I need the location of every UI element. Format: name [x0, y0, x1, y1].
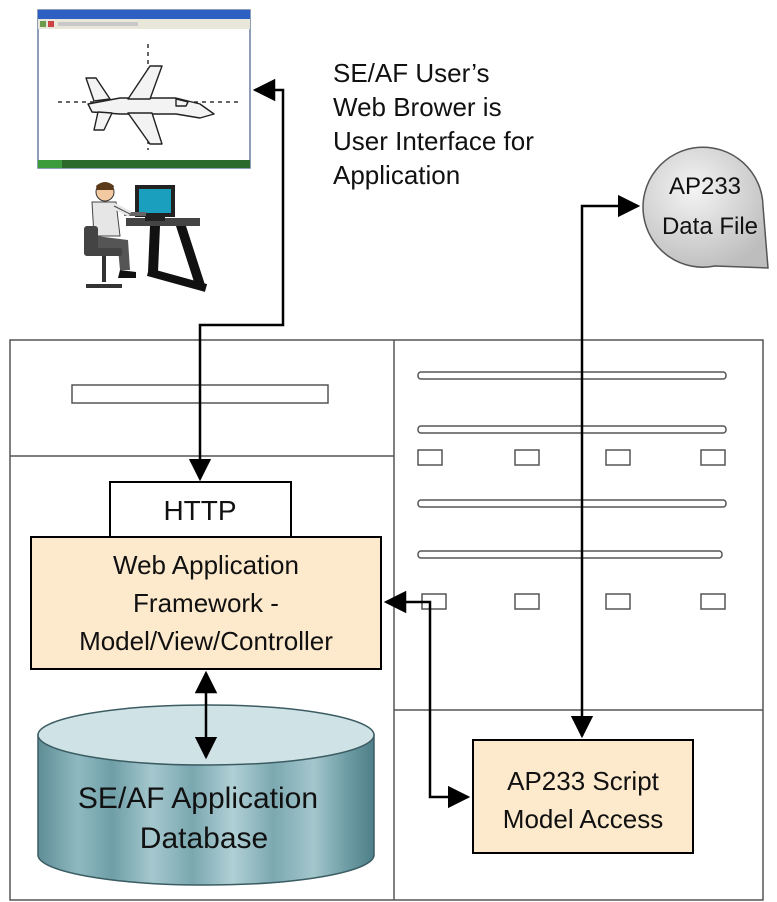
cabinet-outline: [9, 339, 764, 901]
caption-line-2: Web Brower is: [333, 92, 502, 122]
framework-line-1: Web Application: [113, 550, 299, 580]
script-model-line-2: Model Access: [503, 804, 663, 834]
datafile-script-connector: [570, 194, 641, 739]
database-line-2: Database: [140, 822, 268, 855]
database-line-1: SE/AF Application: [78, 782, 318, 815]
user-at-computer-icon: [84, 182, 208, 292]
framework-script-connector: [383, 590, 471, 809]
rack-rail: [417, 371, 727, 380]
caption-line-4: Application: [333, 160, 460, 190]
caption-line-3: User Interface for: [333, 126, 534, 156]
browser-http-connector: [188, 78, 285, 482]
data-file-line-2: Data File: [662, 213, 758, 240]
framework-box: Web Application Framework - Model/View/C…: [30, 536, 382, 670]
indicator-port: [605, 449, 631, 466]
data-file-line-1: AP233: [669, 173, 741, 200]
framework-line-2: Framework -: [133, 588, 279, 618]
caption-line-1: SE/AF User’s: [333, 58, 490, 88]
script-model-box: AP233 Script Model Access: [472, 739, 694, 854]
indicator-port: [514, 449, 540, 466]
rack-rail: [417, 425, 727, 434]
data-file-node: AP233 Data File: [642, 146, 769, 269]
rack-rail: [417, 550, 723, 559]
indicator-port: [514, 593, 540, 610]
browser-window-with-aircraft-icon: [37, 9, 251, 169]
rack-rail: [417, 499, 727, 508]
indicator-port: [417, 449, 443, 466]
database-cylinder: SE/AF Application Database: [37, 704, 375, 886]
indicator-port: [605, 593, 631, 610]
framework-line-3: Model/View/Controller: [79, 626, 333, 656]
script-model-line-1: AP233 Script: [507, 766, 660, 796]
http-box: HTTP: [109, 481, 292, 538]
indicator-port: [700, 449, 726, 466]
http-label: HTTP: [163, 495, 236, 526]
indicator-port: [700, 593, 726, 610]
